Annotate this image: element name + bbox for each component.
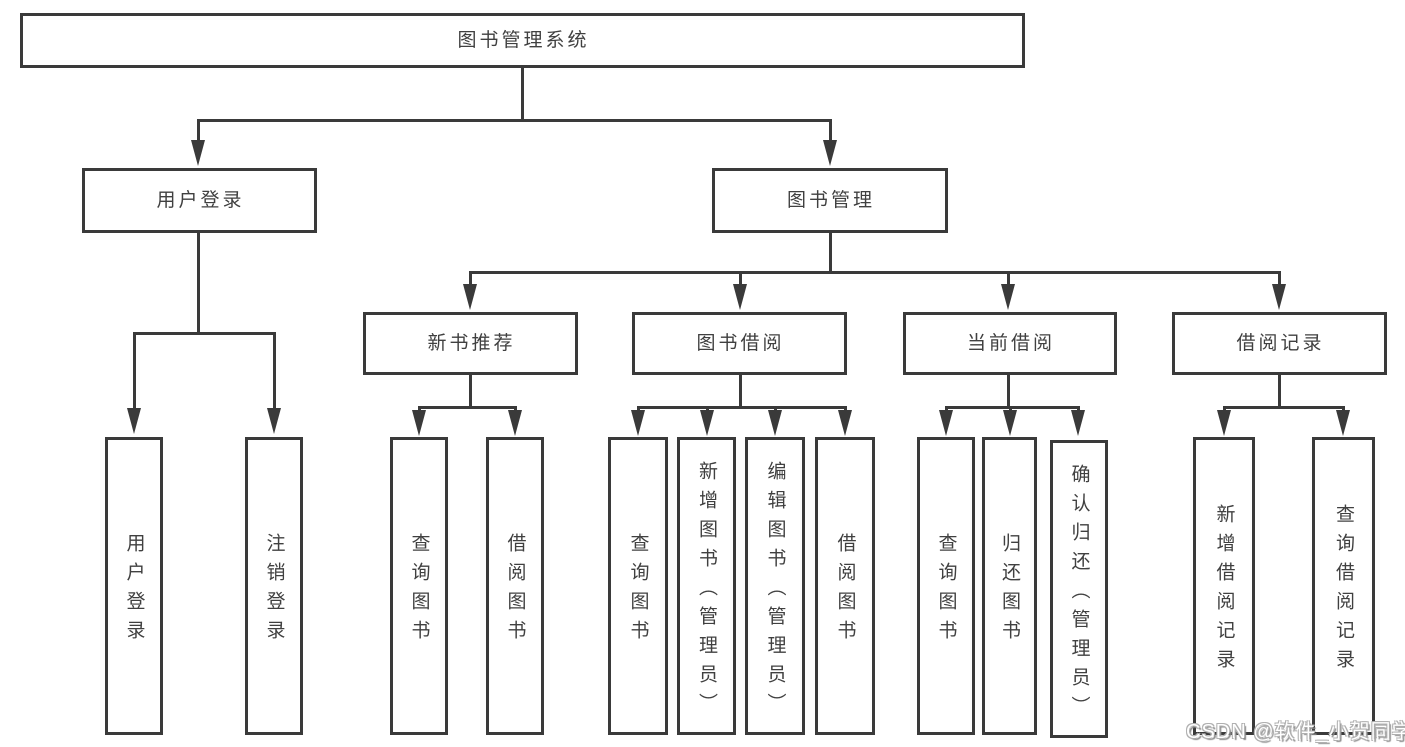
connector-stem	[828, 233, 832, 272]
connector-rail	[1222, 405, 1345, 409]
connector-rail	[196, 118, 832, 122]
node-label-logout: 注销登录	[263, 533, 285, 649]
connector-stem	[468, 375, 472, 407]
arrow-down-icon	[630, 410, 645, 436]
node-borrow-record: 借阅记录	[1172, 312, 1387, 375]
arrow-down-icon	[699, 410, 714, 436]
node-label-login: 用户登录	[123, 533, 145, 649]
node-label-edit-book-admin: 编辑图书（管理员）	[764, 460, 786, 722]
node-borrow-book-rec: 借阅图书	[486, 437, 544, 735]
arrow-down-icon	[507, 410, 522, 436]
connector-drop	[1006, 272, 1010, 290]
node-book-mgmt: 图书管理	[712, 168, 948, 233]
node-new-book-rec: 新书推荐	[363, 312, 578, 375]
arrow-down-icon	[1335, 410, 1350, 436]
node-borrow-book: 借阅图书	[815, 437, 875, 735]
connector-stem	[1006, 375, 1010, 407]
node-book-borrow: 图书借阅	[632, 312, 847, 375]
connector-drop	[738, 272, 742, 290]
node-label-user-login: 用户登录	[156, 190, 245, 211]
node-confirm-return-admin: 确认归还（管理员）	[1050, 440, 1108, 738]
node-label-borrow-record: 借阅记录	[1236, 333, 1325, 354]
connector-rail	[468, 270, 1281, 274]
arrow-down-icon	[1002, 410, 1017, 436]
arrow-down-icon	[1271, 284, 1286, 310]
node-label-add-borrow-record: 新增借阅记录	[1213, 504, 1235, 678]
node-label-borrow-book: 借阅图书	[834, 533, 856, 649]
connector-drop	[272, 333, 276, 414]
node-logout: 注销登录	[245, 437, 303, 735]
arrow-down-icon	[1216, 410, 1231, 436]
connector-drop	[132, 333, 136, 414]
connector-stem	[1277, 375, 1281, 407]
connector-drop	[468, 272, 472, 290]
arrow-down-icon	[837, 410, 852, 436]
node-label-book-borrow: 图书借阅	[696, 333, 785, 354]
node-label-root: 图书管理系统	[457, 30, 590, 51]
node-return-book: 归还图书	[982, 437, 1037, 735]
node-current-borrow: 当前借阅	[903, 312, 1117, 375]
node-root: 图书管理系统	[20, 13, 1025, 68]
node-label-borrow-book-rec: 借阅图书	[504, 533, 526, 649]
arrow-down-icon	[732, 284, 747, 310]
connector-rail	[132, 331, 276, 335]
arrow-down-icon	[266, 408, 281, 434]
connector-drop	[196, 120, 200, 146]
connector-rail	[636, 405, 847, 409]
node-label-add-book-admin: 新增图书（管理员）	[696, 460, 717, 722]
connector-stem	[738, 375, 742, 407]
connector-stem	[520, 68, 524, 120]
connector-drop	[1277, 272, 1281, 290]
arrow-down-icon	[1070, 410, 1085, 436]
connector-drop	[828, 120, 832, 146]
node-login: 用户登录	[105, 437, 163, 735]
connector-rail	[944, 405, 1080, 409]
arrow-down-icon	[767, 410, 782, 436]
node-label-query-book-borrow: 查询图书	[627, 533, 649, 649]
node-query-borrow-record: 查询借阅记录	[1312, 437, 1375, 735]
node-edit-book-admin: 编辑图书（管理员）	[745, 437, 805, 735]
node-query-book-rec: 查询图书	[390, 437, 448, 735]
arrow-down-icon	[822, 140, 837, 166]
arrow-down-icon	[938, 410, 953, 436]
arrow-down-icon	[411, 410, 426, 436]
node-query-book-borrow: 查询图书	[608, 437, 668, 735]
node-add-borrow-record: 新增借阅记录	[1193, 437, 1255, 735]
connector-rail	[417, 405, 517, 409]
arrow-down-icon	[462, 284, 477, 310]
connector-stem	[196, 233, 200, 333]
csdn-watermark: CSDN @软件_小贺同学	[1186, 721, 1405, 743]
arrow-down-icon	[190, 140, 205, 166]
arrow-down-icon	[1000, 284, 1015, 310]
arrow-down-icon	[126, 408, 141, 434]
node-label-query-book-rec: 查询图书	[408, 533, 430, 649]
node-label-confirm-return-admin: 确认归还（管理员）	[1068, 463, 1090, 725]
node-label-new-book-rec: 新书推荐	[427, 333, 516, 354]
node-user-login: 用户登录	[82, 168, 317, 233]
node-label-book-mgmt: 图书管理	[786, 190, 875, 211]
node-query-book-current: 查询图书	[917, 437, 975, 735]
node-label-query-book-current: 查询图书	[935, 533, 957, 649]
node-label-return-book: 归还图书	[999, 533, 1020, 649]
node-label-query-borrow-record: 查询借阅记录	[1333, 504, 1354, 678]
node-label-current-borrow: 当前借阅	[966, 333, 1055, 354]
node-add-book-admin: 新增图书（管理员）	[677, 437, 736, 735]
